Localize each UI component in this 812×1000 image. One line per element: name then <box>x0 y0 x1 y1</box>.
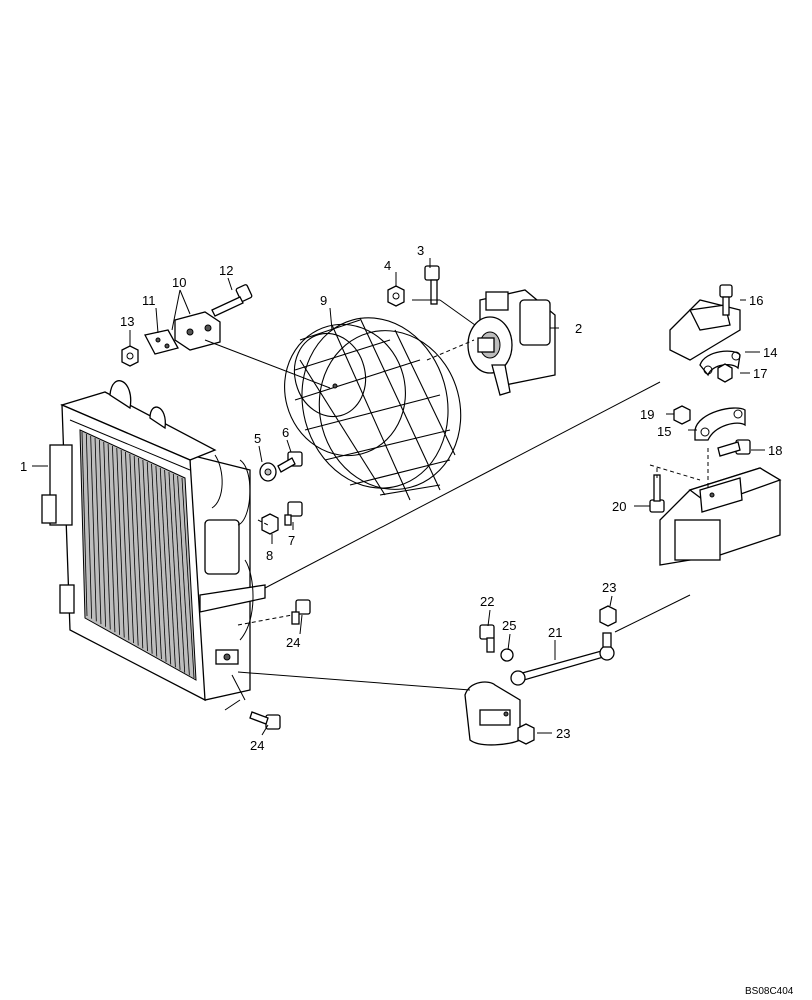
bolt-18 <box>717 439 751 457</box>
bolt-6 <box>277 451 303 473</box>
callout-2: 2 <box>575 321 582 336</box>
callout-9: 9 <box>320 293 327 308</box>
bolt-12 <box>211 284 253 317</box>
callout-23-upper: 23 <box>602 580 616 595</box>
callout-20: 20 <box>612 499 626 514</box>
nut-19 <box>673 405 691 425</box>
callout-3: 3 <box>417 243 424 258</box>
callout-18: 18 <box>768 443 782 458</box>
bolt-22 <box>479 624 495 653</box>
bolt-3 <box>424 265 440 305</box>
block-10 <box>174 311 221 351</box>
callout-labels: 1 2 3 4 5 6 7 8 9 10 11 12 13 14 15 16 1… <box>20 243 794 997</box>
clamp-15 <box>694 407 746 441</box>
callout-14: 14 <box>763 345 777 360</box>
callout-21: 21 <box>548 625 562 640</box>
callout-7: 7 <box>288 533 295 548</box>
washer-5 <box>259 462 277 482</box>
callout-1: 1 <box>20 459 27 474</box>
bolt-16 <box>719 284 733 316</box>
leader-lines <box>32 258 765 736</box>
nut-8 <box>261 513 279 535</box>
callout-13: 13 <box>120 314 134 329</box>
bracket-lower <box>464 681 521 746</box>
nut-23-upper <box>599 605 617 627</box>
callout-6: 6 <box>282 425 289 440</box>
nut-13 <box>121 345 139 367</box>
condenser-unit <box>41 380 266 702</box>
callout-10: 10 <box>172 275 186 290</box>
callout-23-lower: 23 <box>556 726 570 741</box>
callout-16: 16 <box>749 293 763 308</box>
fan-guard <box>284 317 462 501</box>
condenser-fins <box>81 431 195 679</box>
nut-17 <box>717 363 733 383</box>
callout-17: 17 <box>753 366 767 381</box>
compressor <box>467 289 556 396</box>
nut-23-lower <box>517 723 535 745</box>
mount-block <box>659 467 782 566</box>
callout-12: 12 <box>219 263 233 278</box>
bolt-24-lower <box>249 711 281 730</box>
callout-5: 5 <box>254 431 261 446</box>
plate-11 <box>144 329 179 355</box>
callout-11: 11 <box>142 293 156 308</box>
bolt-20 <box>649 474 665 513</box>
washer-25 <box>500 648 514 662</box>
callout-19: 19 <box>640 407 654 422</box>
callout-22: 22 <box>480 594 494 609</box>
callout-24-upper: 24 <box>286 635 300 650</box>
clamp-14 <box>699 350 741 377</box>
document-id: BS08C404 <box>745 986 794 997</box>
callout-15: 15 <box>657 424 671 439</box>
nut-4 <box>387 285 405 307</box>
callout-25: 25 <box>502 618 516 633</box>
link-rod-21 <box>510 632 615 686</box>
bolt-24-upper <box>291 599 311 625</box>
callout-4: 4 <box>384 258 391 273</box>
bolt-7 <box>284 501 303 526</box>
callout-24-lower: 24 <box>250 738 264 753</box>
callout-8: 8 <box>266 548 273 563</box>
